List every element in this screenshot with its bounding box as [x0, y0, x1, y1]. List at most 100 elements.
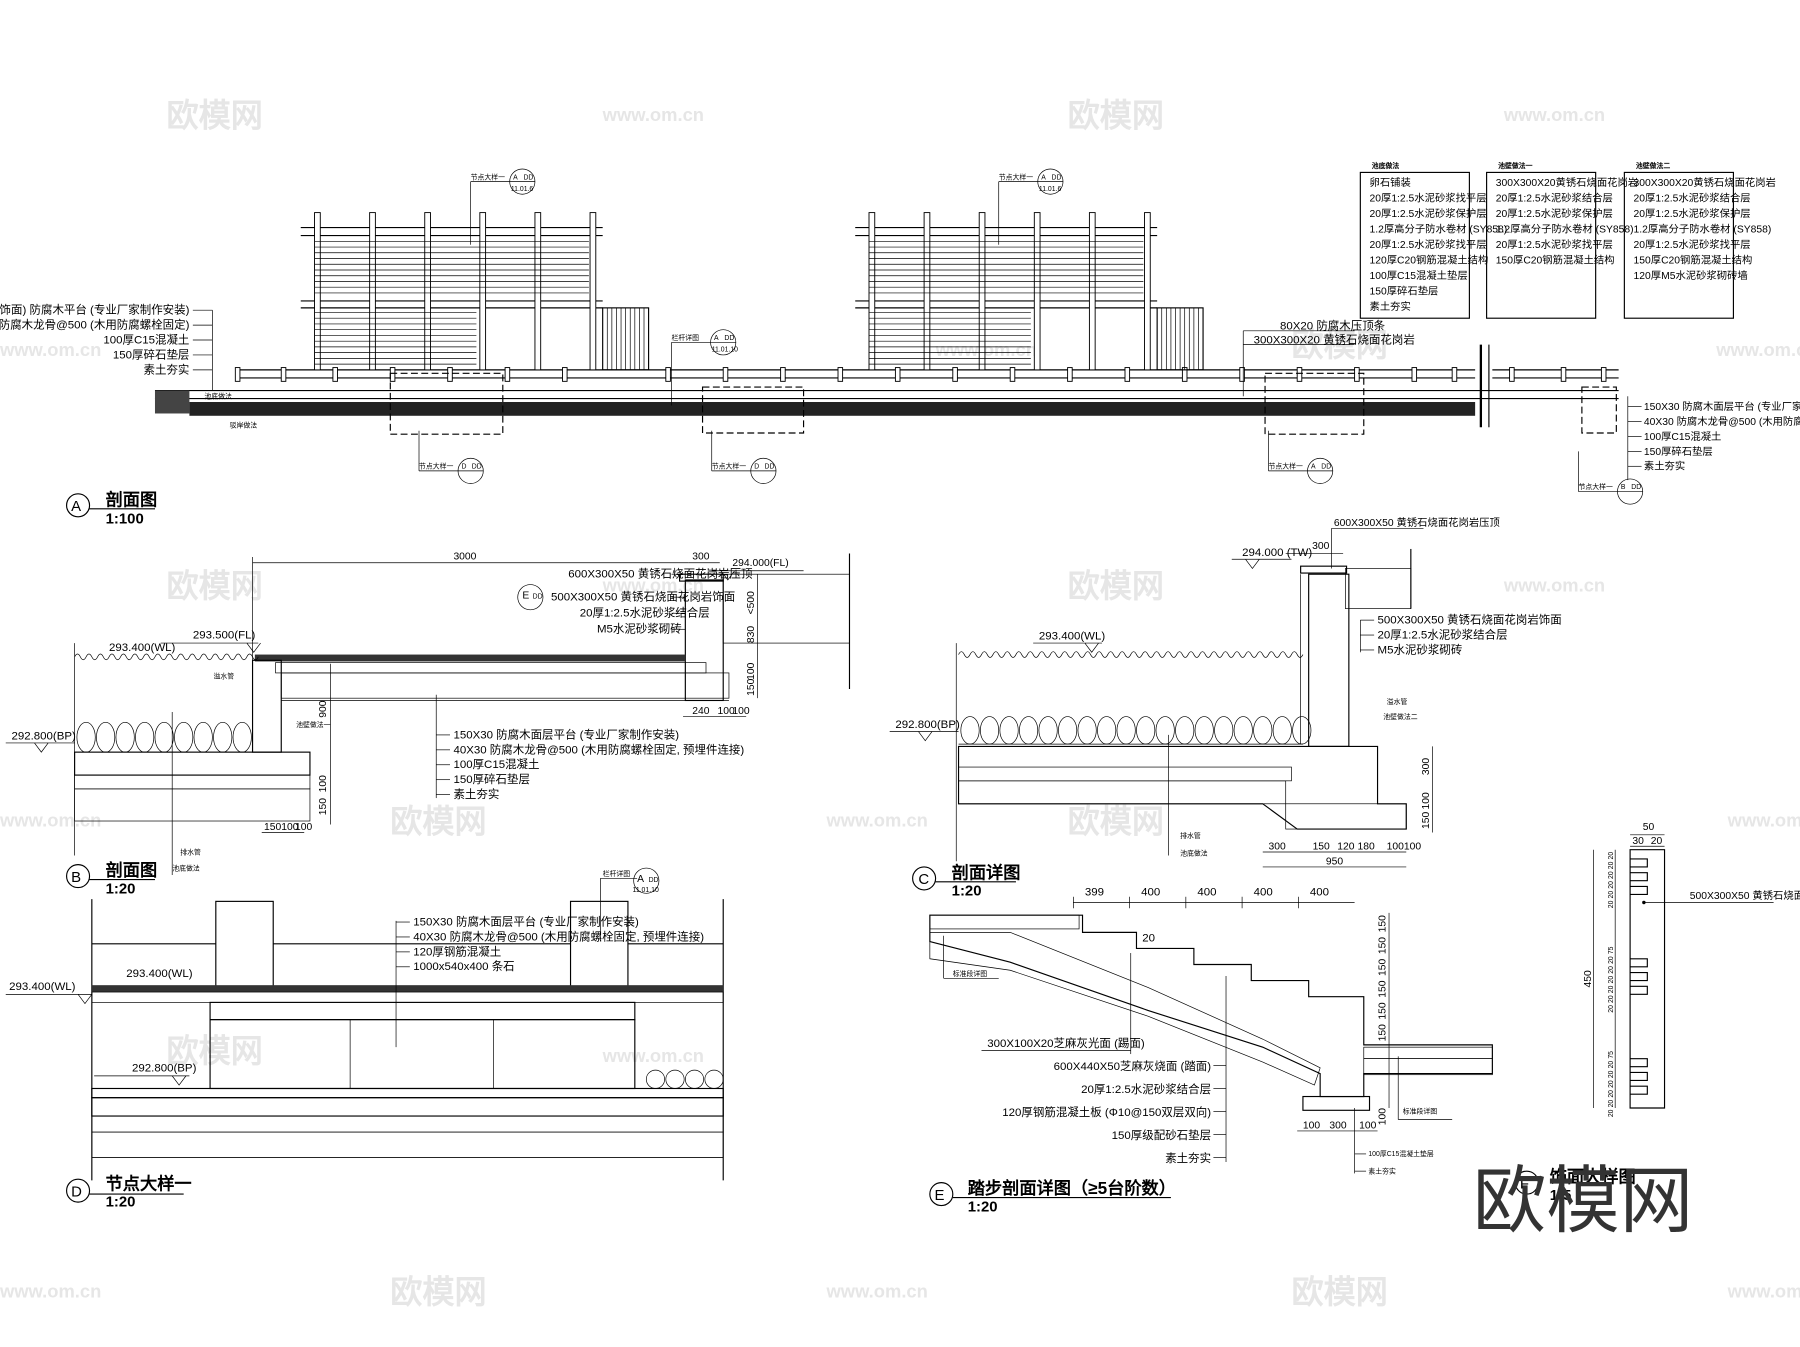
dim: 20	[1608, 881, 1615, 889]
railing-post	[780, 367, 786, 382]
construction-table: 池底做法卵石铺装20厚1:2.5水泥砂浆找平层20厚1:2.5水泥砂浆保护层1.…	[1359, 161, 1508, 319]
dim: 100	[295, 822, 312, 833]
section-f-profile: 50 30 20 450 202020202020752020202020207…	[1473, 822, 1800, 1242]
side-label: 池壁做法二	[1383, 712, 1418, 721]
pergola-column	[1088, 212, 1096, 371]
dim: 20	[1608, 985, 1615, 993]
callout-symbol: A	[637, 874, 644, 885]
table-row: 20厚1:2.5水泥砂浆找平层	[1370, 192, 1487, 205]
pebble	[1077, 716, 1097, 745]
dim: 20	[1608, 871, 1615, 879]
section-scale: 1:5	[1550, 1187, 1572, 1204]
callout-label: 节点大样一	[419, 462, 454, 471]
table-row: 300X300X20黄锈石烧面花岗岩	[1634, 176, 1776, 189]
table-row: 20厚1:2.5水泥砂浆结合层	[1496, 192, 1613, 205]
layer-note: 100厚C15混凝土	[1644, 430, 1722, 443]
railing-post	[280, 367, 287, 382]
section-scale: 1:20	[106, 880, 136, 897]
pergola-column	[1144, 212, 1151, 371]
side-label: 溢水管	[214, 672, 235, 681]
watermark-url: www.om.cn	[1727, 1280, 1800, 1301]
dim: 100	[732, 706, 749, 717]
layer-note: 500X300X50 黄锈石烧面花岗岩饰面	[551, 590, 735, 604]
elevation-label: 293.400(WL)	[109, 642, 175, 654]
table-row: 150厚C20钢筋混凝土结构	[1634, 254, 1753, 267]
pebble	[1155, 716, 1175, 745]
layer-note: 50X30 (表面光木饰面) 防腐木平台 (专业厂家制作安装)	[0, 303, 190, 317]
footing-note: 素土夯实	[1368, 1166, 1396, 1175]
section-scale: 1:20	[968, 1198, 998, 1215]
profile-note: 500X300X50 黄锈石烧面花岗岩饰面板	[1690, 889, 1800, 902]
layer-note: 600X300X50 黄锈石烧面花岗岩压顶	[568, 567, 753, 581]
railing-post	[894, 367, 901, 382]
dim: 100	[717, 706, 734, 717]
dim: 20	[1608, 1061, 1615, 1069]
railing-post	[1600, 367, 1607, 382]
pebble	[76, 721, 96, 753]
dim: 450	[1583, 970, 1594, 987]
pebble	[665, 1069, 685, 1089]
dim: 100	[1421, 792, 1432, 809]
dim: 150	[264, 822, 281, 833]
dim: 3000	[453, 551, 476, 562]
elevation-label: 294.000(FL)	[732, 558, 788, 569]
pebble	[999, 716, 1019, 745]
railing-post	[1354, 367, 1360, 382]
layer-note: 20厚1:2.5水泥砂浆结合层	[1081, 1082, 1211, 1096]
elevation-label: 293.400(WL)	[9, 981, 75, 993]
dim: 20	[1608, 852, 1615, 860]
dim: 100	[1378, 1108, 1389, 1125]
pergola-column	[868, 212, 876, 371]
layer-note: 150厚级配砂石垫层	[1112, 1128, 1211, 1142]
dim: 900	[318, 700, 329, 717]
callout-ref: 11.01.6	[1039, 186, 1062, 193]
pebble	[1214, 716, 1234, 745]
pebble	[96, 721, 116, 753]
callout-symbol: D	[754, 464, 759, 471]
pebble	[980, 716, 1000, 745]
elevation-label: 293.400(WL)	[1039, 631, 1105, 643]
dim: 20	[1608, 966, 1615, 974]
section-id: C	[918, 871, 929, 888]
pergola-column	[923, 212, 931, 371]
dim: 399	[1085, 887, 1104, 899]
dim: 20	[1608, 1070, 1615, 1078]
dim: 240	[692, 706, 709, 717]
dim: 400	[1254, 887, 1273, 899]
watermark-url: www.om.cn	[0, 810, 101, 831]
table-row: 1.2厚高分子防水卷材 (SY858)	[1370, 223, 1508, 236]
pebble	[1194, 716, 1214, 745]
layer-note: 40X30 防腐木龙骨@500 (木用防腐螺栓固定)	[0, 318, 190, 332]
layer-note: 20厚1:2.5水泥砂浆结合层	[580, 606, 710, 620]
watermark-url: www.om.cn	[1727, 810, 1800, 831]
section-c: 600X300X50 黄锈石烧面花岗岩压顶 300 294.000 (TW) 2…	[889, 516, 1562, 900]
layer-note: M5水泥砂浆砌砖	[597, 622, 682, 636]
callout-label: 节点大样一	[999, 172, 1034, 181]
pebble	[1038, 716, 1058, 745]
railing-post	[234, 367, 241, 382]
dim: 120	[1337, 842, 1354, 853]
table-row: 120厚C20钢筋混凝土结构	[1370, 254, 1489, 267]
table-row: 120厚M5水泥砂浆砌砖墙	[1634, 269, 1748, 282]
layer-note: 100厚C15混凝土	[453, 757, 539, 771]
section-id: D	[71, 1183, 82, 1200]
railing-post	[1067, 367, 1073, 382]
construction-table: 池壁做法一300X300X20黄锈石烧面花岗岩20厚1:2.5水泥砂浆结合层20…	[1486, 161, 1638, 319]
section-scale: 1:20	[952, 883, 982, 900]
layer-note: 素土夯实	[1165, 1151, 1211, 1165]
callout-sheet: DD	[523, 174, 533, 181]
dim: 20	[1608, 1080, 1615, 1088]
pebble	[1019, 716, 1039, 745]
callout-sheet: DD	[765, 464, 775, 471]
watermark-brand: 欧模网	[166, 1033, 262, 1069]
dim: 300	[692, 551, 709, 562]
pebble	[1253, 716, 1273, 745]
table-row: 20厚1:2.5水泥砂浆找平层	[1634, 238, 1751, 251]
layer-note: 150厚碎石垫层	[113, 347, 189, 361]
pebble	[960, 716, 980, 745]
layer-note: 素土夯实	[453, 787, 499, 801]
dim: 180	[1357, 842, 1374, 853]
callout-ref: 11.01.10	[712, 346, 738, 353]
watermark-url: www.om.cn	[1503, 574, 1605, 595]
